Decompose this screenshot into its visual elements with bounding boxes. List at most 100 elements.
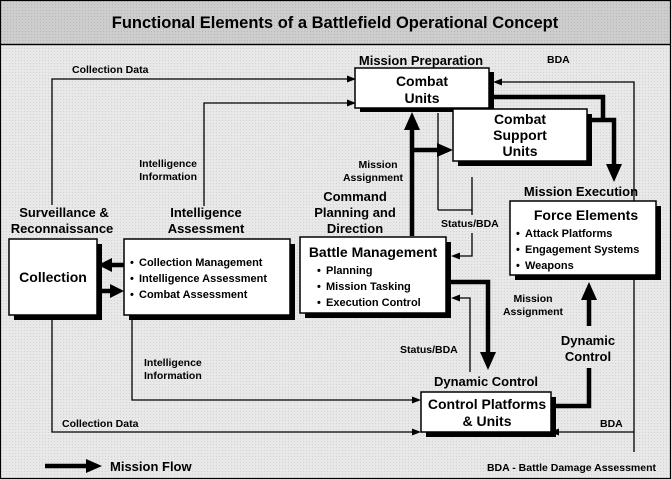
mission-flow-bm-to-control-line xyxy=(450,279,491,352)
label-intel-info-top: Intelligence xyxy=(139,158,197,170)
section-dynamic-control: Dynamic Control xyxy=(434,374,538,389)
label-status-bda-top: Status/BDA xyxy=(441,218,499,230)
legend: Mission Flow BDA - Battle Damage Assessm… xyxy=(45,459,656,474)
box-title-line: Units xyxy=(503,143,538,159)
control-platforms-box[interactable]: Control Platforms & Units xyxy=(420,391,556,437)
intel-info-top-line xyxy=(203,102,352,206)
section-surveillance-line: Reconnaissance xyxy=(11,221,114,236)
bullet: • xyxy=(317,265,321,277)
box-title: Battle Management xyxy=(309,244,438,260)
label-intel-info-top: Information xyxy=(139,171,197,183)
bullet: • xyxy=(317,297,321,309)
list-item: Mission Tasking xyxy=(326,281,411,293)
label-collection-data-top: Collection Data xyxy=(72,64,149,76)
diagram-title: Functional Elements of a Battlefield Ope… xyxy=(112,14,559,32)
list-item: Engagement Systems xyxy=(525,244,639,256)
mission-flow-to-support-arrowhead xyxy=(437,143,453,157)
bullet: • xyxy=(130,273,134,285)
battle-management-box[interactable]: Battle Management • Planning • Mission T… xyxy=(299,236,451,318)
label-dynamic-control-arrow: Control xyxy=(565,349,611,364)
box-title-line: Units xyxy=(405,90,440,106)
section-surveillance-line: Surveillance & xyxy=(19,205,109,220)
intel-to-collection-arrowhead xyxy=(98,258,112,272)
box-title: Force Elements xyxy=(534,207,638,223)
section-command-line: Direction xyxy=(327,221,383,236)
bullet: • xyxy=(516,228,520,240)
bullet: • xyxy=(130,257,134,269)
combat-units-box[interactable]: Combat Units xyxy=(354,67,494,112)
status-bda-top-to-bm-line xyxy=(456,233,473,257)
collection-data-top-line xyxy=(51,78,352,205)
collection-to-intel-arrowhead xyxy=(110,284,124,298)
list-item: Combat Assessment xyxy=(139,289,248,301)
bda-top-line xyxy=(499,81,635,452)
combat-support-units-box[interactable]: Combat Support Units xyxy=(452,108,592,166)
box-body xyxy=(8,238,98,316)
title-bar xyxy=(0,0,671,46)
box-body xyxy=(354,67,490,109)
list-item: Attack Platforms xyxy=(525,228,612,240)
intel-info-bottom-line xyxy=(131,316,416,401)
legend-mission-flow-arrowhead xyxy=(86,459,102,473)
list-item: Planning xyxy=(326,265,372,277)
collection-box[interactable]: Collection xyxy=(8,238,102,320)
section-intel-assessment-line: Intelligence xyxy=(170,205,242,220)
bda-top-arrowhead xyxy=(493,78,502,86)
label-intel-info-bottom: Intelligence xyxy=(144,357,202,369)
label-intel-info-bottom: Information xyxy=(144,370,202,382)
dynamic-control-line-lower xyxy=(552,368,592,409)
list-item: Collection Management xyxy=(139,257,263,269)
label-bda-bottom: BDA xyxy=(600,418,623,430)
box-title-line: Control Platforms xyxy=(428,396,546,412)
box-body xyxy=(420,391,552,433)
box-title-line: Support xyxy=(493,127,547,143)
box-title-line: Combat xyxy=(396,73,448,89)
force-elements-box[interactable]: Force Elements • Attack Platforms • Enga… xyxy=(509,200,661,280)
label-mission-assignment-top: Mission xyxy=(358,159,397,171)
label-mission-assignment-top: Assignment xyxy=(343,172,404,184)
legend-abbreviation: BDA - Battle Damage Assessment xyxy=(487,462,657,474)
box-title: Collection xyxy=(19,269,87,285)
legend-mission-flow-label: Mission Flow xyxy=(110,459,193,474)
list-item: Intelligence Assessment xyxy=(139,273,267,285)
bullet: • xyxy=(516,260,520,272)
intelligence-assessment-box[interactable]: • Collection Management • Intelligence A… xyxy=(123,238,295,320)
mission-flow-support-to-exec-line xyxy=(586,117,617,168)
list-item: Weapons xyxy=(525,260,574,272)
box-body xyxy=(509,200,657,276)
status-bda-bottom-line xyxy=(456,297,471,372)
label-dynamic-control-arrow: Dynamic xyxy=(561,333,615,348)
section-mission-execution: Mission Execution xyxy=(524,184,638,199)
section-intel-assessment-line: Assessment xyxy=(168,221,245,236)
box-body xyxy=(299,236,447,314)
bullet: • xyxy=(516,244,520,256)
intel-info-top-arrowhead xyxy=(347,99,356,107)
label-status-bda-bottom: Status/BDA xyxy=(400,344,458,356)
bullet: • xyxy=(317,281,321,293)
status-bda-top-arrowhead xyxy=(451,252,460,260)
label-mission-assignment-bottom: Mission xyxy=(513,293,552,305)
mission-flow-combat-to-exec-line xyxy=(490,94,606,120)
collection-data-top-arrowhead xyxy=(347,75,356,83)
box-title-line: & Units xyxy=(463,413,512,429)
intel-info-bottom-arrowhead xyxy=(412,396,421,404)
dynamic-control-arrowhead xyxy=(581,282,597,300)
status-bda-bottom-arrowhead xyxy=(451,294,460,302)
section-command-line: Command xyxy=(323,189,387,204)
mission-flow-to-force-arrowhead xyxy=(606,164,622,182)
section-mission-preparation: Mission Preparation xyxy=(359,53,483,68)
box-body xyxy=(123,238,291,316)
list-item: Execution Control xyxy=(326,297,421,309)
mission-flow-bm-to-control-arrowhead xyxy=(480,352,496,370)
collection-data-bottom-line xyxy=(51,316,416,433)
mission-flow-bm-to-combat-arrowhead xyxy=(404,112,420,130)
label-bda-top: BDA xyxy=(547,54,570,66)
label-collection-data-bottom: Collection Data xyxy=(62,418,139,430)
collection-data-bottom-arrowhead xyxy=(412,428,421,436)
bullet: • xyxy=(130,289,134,301)
box-title-line: Combat xyxy=(494,111,546,127)
section-command-line: Planning and xyxy=(314,205,396,220)
box-body xyxy=(452,108,588,162)
